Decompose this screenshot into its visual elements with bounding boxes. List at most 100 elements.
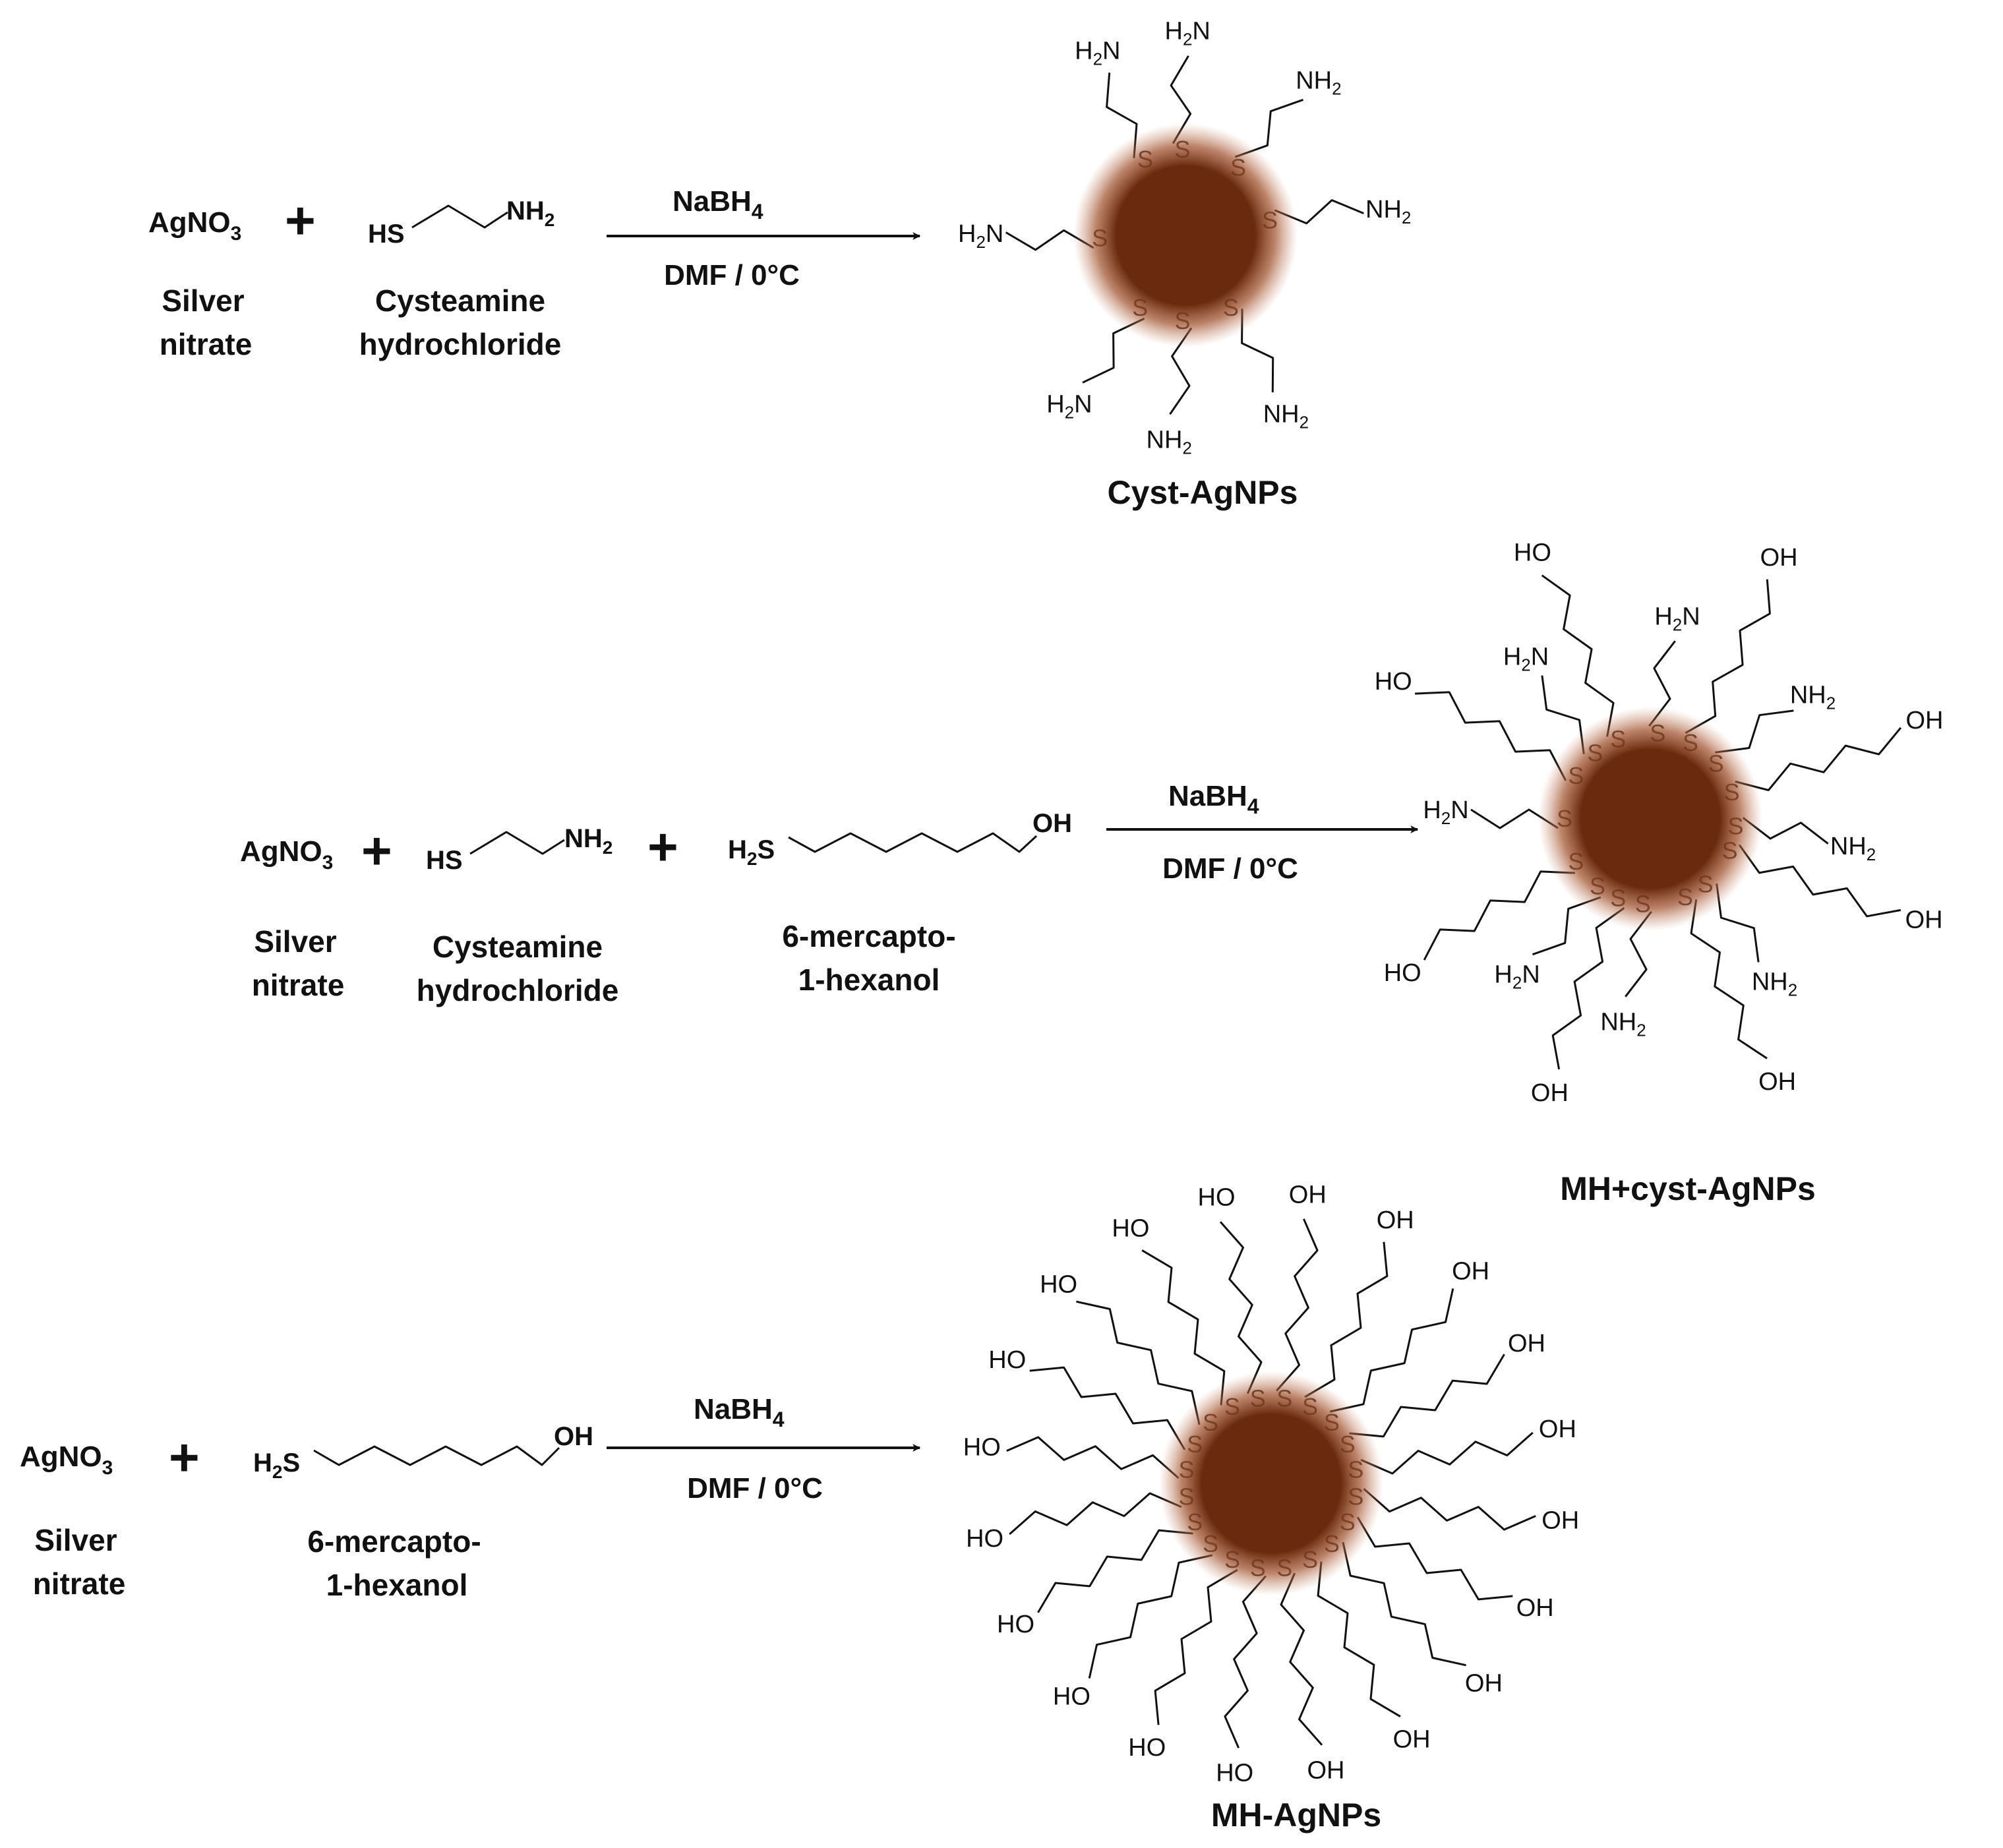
- ligand-chain: [1141, 1249, 1226, 1406]
- ligand-end-group: NH2: [1263, 400, 1309, 432]
- plus-sign-2: +: [647, 818, 678, 876]
- ligand-chain: [1541, 574, 1615, 737]
- mercaptohexanol-name-line-2: 1-hexanol: [326, 1568, 468, 1602]
- arrow-condition-label: DMF / 0°C: [664, 259, 800, 291]
- mercaptohexanol-hydroxyl-label: OH: [1032, 809, 1072, 838]
- ligand-end-group: NH2: [1600, 1009, 1646, 1040]
- nanoparticle-core: [1073, 123, 1298, 347]
- ligand-chain: [1317, 1561, 1401, 1717]
- ligand-end-group: NH2: [1790, 682, 1836, 713]
- ligand-chain: [1275, 1218, 1319, 1392]
- ligand-end-group: OH: [1760, 544, 1798, 572]
- cysteamine-amine-label: NH2: [506, 196, 554, 230]
- ligand-chain: [1076, 1300, 1201, 1425]
- cysteamine-name-line-2: hydrochloride: [359, 327, 562, 361]
- ligand-chain: [1551, 907, 1625, 1070]
- ligand-end-group: OH: [1465, 1670, 1503, 1698]
- ligand-chain: [1423, 870, 1575, 961]
- ligand-end-group: HO: [1040, 1270, 1077, 1298]
- mercaptohexanol-bonds: [788, 832, 1038, 853]
- arrow-reagent-label: NaBH4: [694, 1393, 785, 1431]
- ligand-end-group: OH: [1452, 1258, 1489, 1286]
- mercaptohexanol-name-line-1: 6-mercapto-: [782, 919, 955, 953]
- ligand-end-group: HO: [997, 1611, 1034, 1638]
- cysteamine-name-line-1: Cysteamine: [433, 930, 603, 964]
- ligand-chain: [1738, 844, 1901, 918]
- ligand-end-group: H2N: [958, 220, 1003, 252]
- ligand-chain: [1029, 1366, 1186, 1450]
- ligand-end-group: HO: [1128, 1734, 1166, 1762]
- plus-sign: +: [169, 1428, 200, 1487]
- cysteamine-name-line-1: Cysteamine: [375, 283, 545, 318]
- product-name: MH-AgNPs: [1211, 1797, 1381, 1833]
- ligand-end-group: H2N: [1494, 961, 1540, 993]
- ligand-chain: [1280, 1572, 1323, 1746]
- ligand-end-group: NH2: [1147, 426, 1192, 458]
- reaction-2: AgNO3 + Silver nitrate HS NH2 Cysteamine…: [240, 539, 1944, 1207]
- ligand-chain: [1685, 579, 1771, 734]
- ligand-end-group: HO: [1375, 668, 1412, 696]
- product-name: MH+cyst-AgNPs: [1560, 1170, 1816, 1207]
- ligand-end-group: H2N: [1165, 18, 1211, 49]
- cysteamine-hs-label: HS: [426, 846, 463, 875]
- ligand-end-group: H2N: [1654, 603, 1700, 634]
- arrow-condition-label: DMF / 0°C: [687, 1472, 823, 1505]
- cysteamine-bonds: [411, 204, 508, 229]
- ligand-end-group: NH2: [1365, 196, 1411, 227]
- ligand-end-group: OH: [1539, 1416, 1576, 1443]
- mercaptohexanol-name-line-1: 6-mercapto-: [307, 1524, 481, 1559]
- ligand-chain: [1342, 1541, 1466, 1667]
- mh-cyst-agnp-structure: SHOSOHSHOSOHSHOSOHSOHSOHSH2NSH2NSNH2SH2N…: [1375, 539, 1944, 1107]
- ligand-end-group: HO: [1198, 1184, 1236, 1212]
- ligand-end-group: OH: [1516, 1594, 1554, 1622]
- ligand-end-group: OH: [1758, 1068, 1796, 1096]
- ligand-chain: [1690, 899, 1768, 1059]
- ligand-chain: [1363, 1487, 1536, 1531]
- ligand-end-group: HO: [1514, 539, 1551, 566]
- plus-sign: +: [361, 821, 392, 880]
- ligand-end-group: NH2: [1296, 67, 1341, 98]
- ligand-end-group: HO: [1053, 1683, 1091, 1710]
- ligand-chain: [1415, 691, 1567, 781]
- cysteamine-amine-label: NH2: [564, 824, 613, 858]
- ligand-chain: [1088, 1554, 1213, 1679]
- cysteamine-hs-label: HS: [368, 220, 405, 249]
- ligand-end-group: NH2: [1752, 969, 1797, 1000]
- ligand-end-group: H2N: [1075, 38, 1120, 69]
- ligand-chain: [1006, 1436, 1180, 1479]
- silver-nitrate-formula: AgNO3: [148, 206, 241, 245]
- silver-nitrate-formula: AgNO3: [240, 835, 333, 874]
- mercaptohexanol-bonds: [313, 1445, 560, 1466]
- cysteamine-name-line-2: hydrochloride: [417, 973, 619, 1007]
- ligand-chain: [1735, 727, 1902, 791]
- ligand-end-group: HO: [1384, 959, 1421, 987]
- ligand-chain: [1329, 1288, 1454, 1413]
- ligand-end-group: OH: [1289, 1181, 1327, 1208]
- product-name: Cyst-AgNPs: [1108, 474, 1298, 511]
- ligand-chain: [1304, 1241, 1389, 1398]
- ligand-chain: [1356, 1516, 1513, 1601]
- ligand-chain: [1009, 1492, 1182, 1535]
- silver-nitrate-name-line-2: nitrate: [33, 1566, 126, 1601]
- ligand-chain: [1037, 1529, 1193, 1613]
- ligand-end-group: NH2: [1830, 833, 1876, 864]
- arrow-condition-label: DMF / 0°C: [1162, 852, 1298, 885]
- ligand-chain: [1219, 1221, 1263, 1394]
- plus-sign: +: [285, 191, 316, 250]
- nanoparticle-core: [1538, 707, 1762, 931]
- silver-nitrate-name-line-1: Silver: [254, 924, 336, 959]
- ligand-end-group: OH: [1541, 1506, 1579, 1534]
- ligand-end-group: OH: [1393, 1726, 1431, 1754]
- ligand-end-group: HO: [966, 1525, 1003, 1553]
- arrow-reagent-label: NaBH4: [673, 185, 763, 224]
- ligand-chain: [1224, 1575, 1267, 1748]
- mercaptohexanol-h2s-label: H2S: [728, 835, 775, 869]
- ligand-end-group: H2N: [1503, 643, 1549, 675]
- ligand-end-group: OH: [1377, 1207, 1414, 1234]
- nanoparticle-core: [1159, 1371, 1383, 1595]
- silver-nitrate-name-line-1: Silver: [34, 1523, 117, 1557]
- ligand-end-group: OH: [1531, 1079, 1569, 1107]
- silver-nitrate-name-line-1: Silver: [162, 283, 244, 318]
- ligand-end-group: OH: [1905, 907, 1943, 934]
